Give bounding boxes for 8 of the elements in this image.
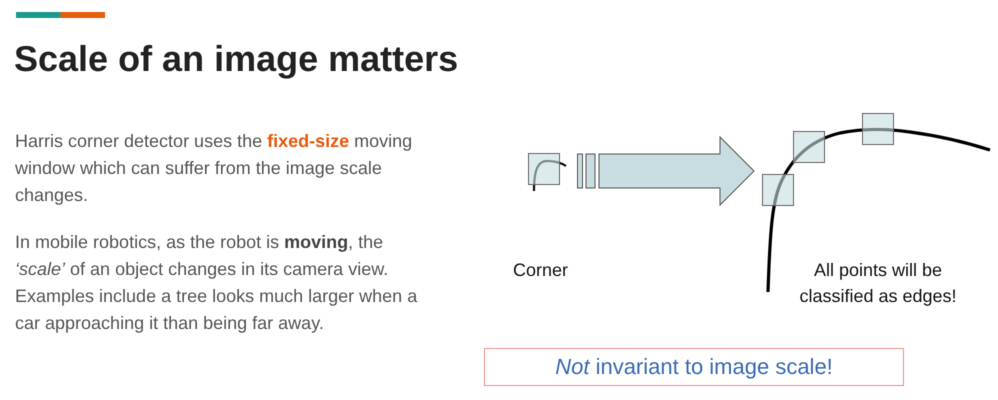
corner-window-icon [526, 151, 567, 192]
callout-note: Not invariant to image scale! [484, 348, 904, 386]
block-arrow [577, 136, 755, 206]
node-label: Corner [513, 259, 570, 282]
body-paragraph: In mobile robotics, as the robot is moving, the ‘scale’ of an object changes in its camera view. Examples include a tree looks much larger when a car approaching it than being far away. [15, 231, 418, 335]
body-paragraph: Harris corner detector uses the fixed-size moving window which can suffer from the image scale changes. [15, 130, 414, 207]
slide-title: Scale of an image matters [14, 37, 458, 81]
node-label: All points will be classified as edges! [798, 259, 958, 308]
